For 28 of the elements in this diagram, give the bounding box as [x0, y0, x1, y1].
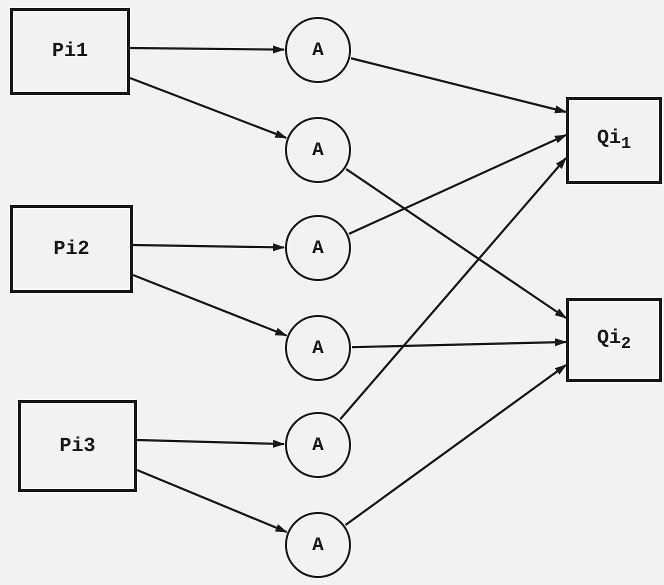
arrow [348, 134, 567, 235]
process-box [566, 97, 662, 184]
node-label: A [312, 139, 324, 161]
node-label: A [312, 337, 324, 359]
arrow [344, 364, 567, 526]
arrow [130, 76, 288, 139]
arrow [339, 157, 567, 420]
process-box [566, 298, 662, 382]
node-label: Pi2 [53, 238, 90, 260]
arrow [130, 46, 285, 54]
arrow [132, 274, 288, 337]
arrow [132, 243, 285, 252]
arrow [352, 338, 567, 348]
node-label: Qi$_{2}$ [596, 326, 631, 354]
arrow [346, 168, 567, 319]
node-label: Pi3 [59, 434, 96, 458]
process-box [18, 400, 137, 492]
process-box [10, 8, 130, 95]
node-label: A [312, 39, 324, 61]
arrow [136, 468, 288, 533]
node-label: A [312, 434, 324, 456]
arrow [136, 438, 286, 448]
node-label: Qi$_{1}$ [596, 127, 631, 154]
arrow [350, 57, 567, 114]
node-label: A [312, 237, 324, 259]
node-label: Pi1 [52, 40, 88, 63]
node-label: A [312, 534, 324, 556]
process-box [10, 205, 133, 293]
